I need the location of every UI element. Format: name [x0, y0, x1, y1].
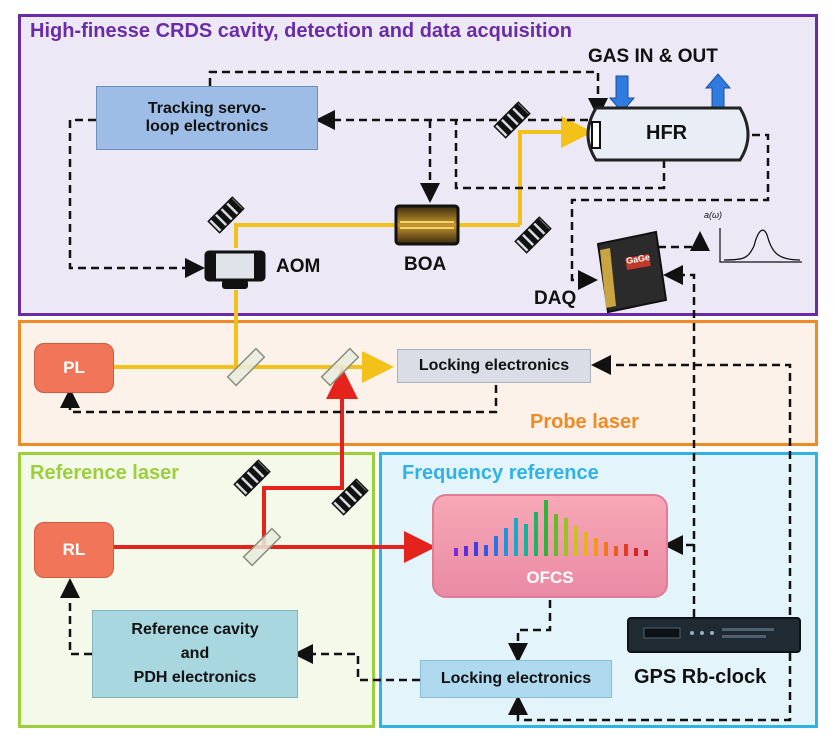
reference-section-title: Reference laser	[30, 462, 179, 484]
refcav-line-3: PDH electronics	[133, 669, 257, 686]
frequency-reference-section-title: Frequency reference	[402, 462, 599, 484]
electronic-connections	[60, 70, 792, 722]
reference-beam	[114, 367, 436, 563]
pl-label: PL	[63, 358, 85, 377]
daq-label: DAQ	[534, 288, 577, 309]
probe-beam	[114, 116, 593, 383]
gas-arrows	[608, 73, 732, 113]
ofcs-label: OFCS	[526, 568, 574, 587]
gas-label: GAS IN & OUT	[588, 46, 718, 67]
absorption-plot	[719, 228, 802, 263]
crds-section	[18, 14, 818, 316]
probe-locking-electronics-box: Locking electronics	[397, 349, 591, 383]
hfr-label: HFR	[646, 122, 688, 144]
reference-cavity-box: Reference cavity and PDH electronics	[92, 610, 298, 698]
crds-section-title: High-finesse CRDS cavity, detection and …	[30, 20, 572, 42]
boa-label: BOA	[404, 254, 447, 275]
beam-splitters	[226, 347, 360, 567]
rl-box: RL	[34, 522, 114, 578]
gps-label: GPS Rb-clock	[634, 666, 767, 688]
tracking-electronics-box: Tracking servo-loop electronics	[96, 86, 318, 150]
tracking-label: Tracking servo-loop electronics	[145, 100, 269, 135]
pl-box: PL	[34, 343, 114, 393]
plot-axis-label: a(ω)	[704, 210, 723, 220]
ref-locking-label: Locking electronics	[440, 670, 592, 687]
refcav-line-2: and	[180, 645, 210, 662]
ofcs-box: OFCS	[432, 494, 668, 598]
gps-device	[627, 617, 801, 653]
rl-label: RL	[62, 540, 86, 559]
hfr-cavity	[586, 106, 750, 162]
aom-label: AOM	[276, 256, 321, 277]
probe-laser-section	[18, 320, 818, 446]
aom-device	[204, 250, 266, 289]
mirrors	[207, 101, 552, 516]
refcav-line-1: Reference cavity	[131, 621, 259, 638]
probe-locking-label: Locking electronics	[418, 357, 570, 374]
frequency-locking-electronics-box: Locking electronics	[420, 660, 612, 698]
probe-section-title: Probe laser	[530, 411, 639, 433]
boa-device	[394, 204, 460, 246]
daq-card	[596, 230, 668, 314]
